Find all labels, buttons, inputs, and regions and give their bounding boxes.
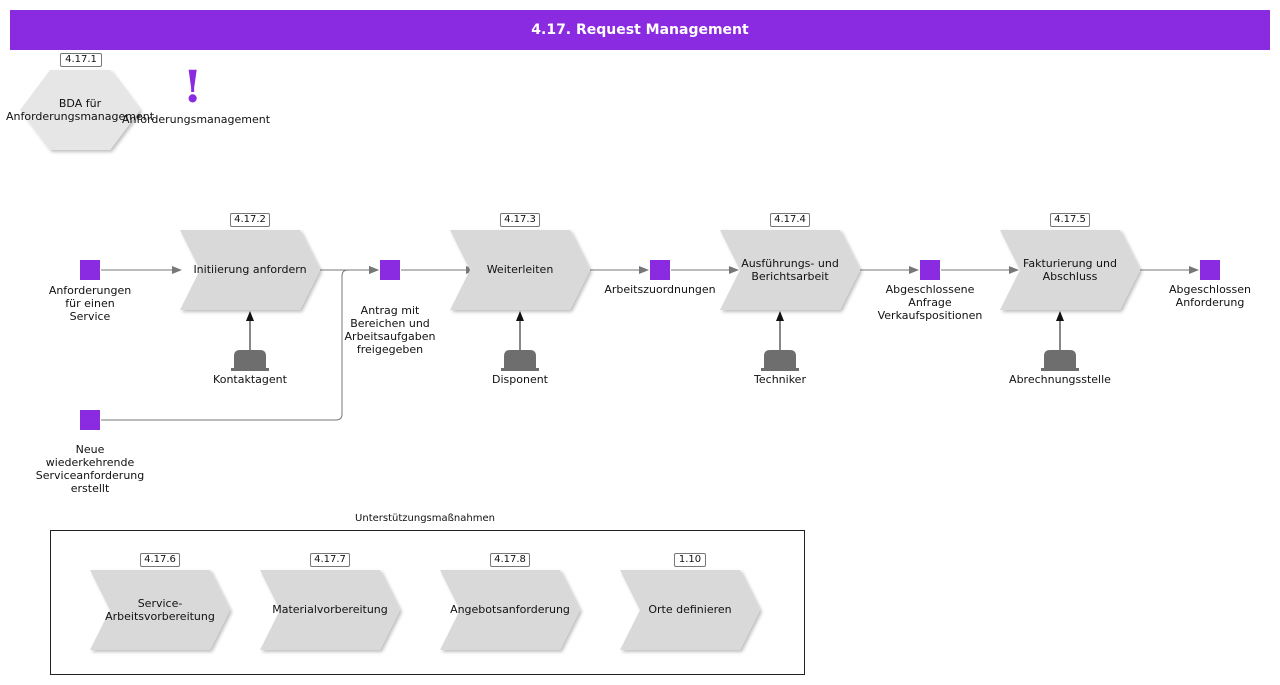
event-label: Arbeitszuordnungen — [604, 283, 716, 296]
role-icon[interactable] — [231, 350, 269, 371]
role-label: Abrechnungsstelle — [1009, 373, 1111, 386]
process-label: Weiterleiten — [486, 263, 554, 276]
process-label: Fakturierung und Abschluss — [1023, 257, 1117, 283]
support-id-badge: 4.17.8 — [490, 553, 530, 567]
process-id-badge: 4.17.5 — [1050, 213, 1090, 227]
support-chevron[interactable] — [90, 570, 230, 650]
process-label: Ausführungs- und Berichtsarbeit — [741, 257, 839, 283]
flow-arrow-recurring — [101, 266, 379, 421]
role-label: Techniker — [754, 373, 806, 386]
event-square[interactable] — [920, 260, 940, 280]
role-label: Kontaktagent — [213, 373, 287, 386]
process-chevron[interactable] — [450, 230, 590, 310]
support-chevron[interactable] — [440, 570, 580, 650]
process-id-badge: 4.17.2 — [230, 213, 270, 227]
process-chevron[interactable] — [720, 230, 860, 310]
bda-label: BDA für Anforderungsmanagement — [5, 97, 155, 123]
event-square[interactable] — [650, 260, 670, 280]
event-label: Neue wiederkehrende Serviceanforderung e… — [35, 443, 145, 495]
process-id-badge: 4.17.4 — [770, 213, 810, 227]
exclamation-icon: ! — [183, 62, 203, 113]
support-id-badge: 1.10 — [674, 553, 706, 567]
support-group-title: Unterstützungsmaßnahmen — [355, 513, 495, 524]
process-id-badge: 4.17.3 — [500, 213, 540, 227]
process-chevron[interactable] — [180, 230, 320, 310]
support-label: Angebotsanforderung — [450, 603, 570, 616]
support-id-badge: 4.17.6 — [140, 553, 180, 567]
event-square[interactable] — [80, 410, 100, 430]
event-label: Antrag mit Bereichen und Arbeitsaufgaben… — [344, 304, 436, 356]
role-icon[interactable] — [761, 350, 799, 371]
support-label: Materialvorbereitung — [272, 603, 388, 616]
event-label: Anforderungen für einen Service — [48, 284, 132, 323]
process-chevron[interactable] — [1000, 230, 1140, 310]
role-label: Disponent — [492, 373, 548, 386]
process-label: Initiierung anfordern — [193, 263, 307, 276]
role-icon[interactable] — [1041, 350, 1079, 371]
support-id-badge: 4.17.7 — [310, 553, 350, 567]
support-chevron[interactable] — [260, 570, 400, 650]
role-icon[interactable] — [501, 350, 539, 371]
support-group-box — [50, 530, 805, 675]
event-label: Abgeschlossen Anforderung — [1169, 283, 1251, 309]
exclamation-label: Anforderungsmanagement — [121, 113, 271, 126]
event-label: Abgeschlossene Anfrage Verkaufspositione… — [877, 283, 983, 322]
event-square[interactable] — [380, 260, 400, 280]
support-label: Service- Arbeitsvorbereitung — [105, 597, 215, 623]
support-label: Orte definieren — [648, 603, 732, 616]
event-square[interactable] — [1200, 260, 1220, 280]
event-square[interactable] — [80, 260, 100, 280]
diagram-title: 4.17. Request Management — [10, 10, 1270, 50]
bda-id-badge: 4.17.1 — [60, 53, 102, 67]
bda-hexagon-shape[interactable] — [20, 70, 140, 150]
support-chevron[interactable] — [620, 570, 760, 650]
